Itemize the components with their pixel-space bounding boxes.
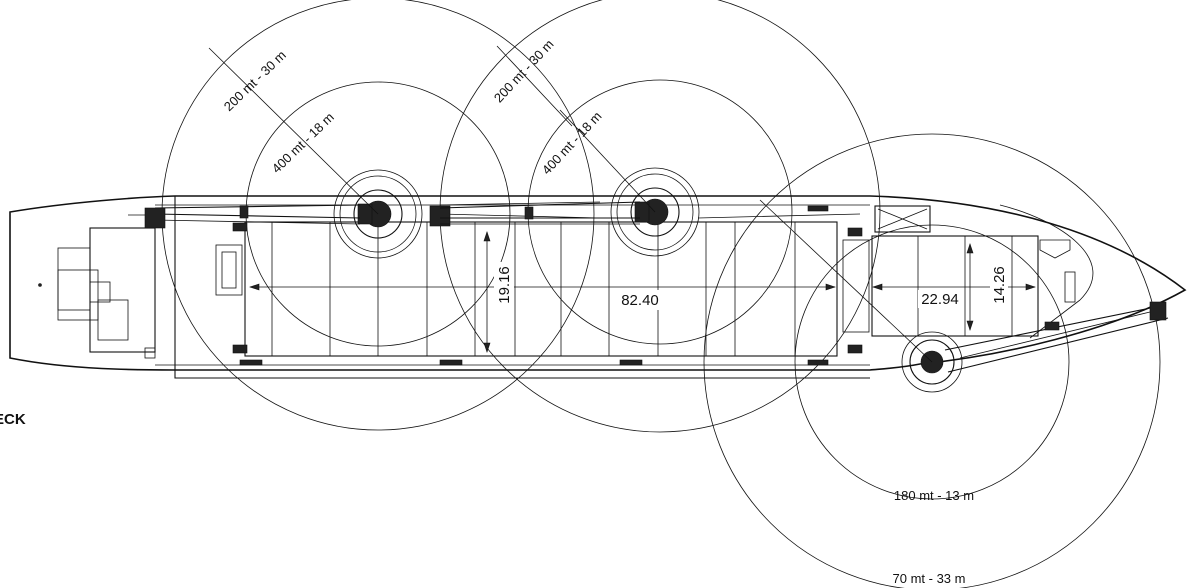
main-cargo-hold xyxy=(244,221,838,357)
crane-3-radius-circles xyxy=(703,133,1161,588)
dimension-breadth xyxy=(483,231,491,353)
aft-length-dimension-label: 22.94 xyxy=(921,291,959,308)
crane-3-outer-capacity-label: 70 mt - 33 m xyxy=(893,571,966,586)
hull-outline xyxy=(9,195,1187,379)
crane-2-outer-capacity-label: 200 mt - 30 m xyxy=(491,36,557,105)
breadth-dimension-label: 19.16 xyxy=(496,266,513,304)
length-dimension-label: 82.40 xyxy=(621,292,659,309)
mooring-fittings xyxy=(232,205,1060,366)
crane-1-inner-capacity-label: 400 mt - 18 m xyxy=(269,110,337,177)
dimension-aft-breadth xyxy=(966,243,974,331)
deckhouse xyxy=(38,227,243,359)
radius-guide-lines xyxy=(208,45,933,363)
crane-1 xyxy=(128,169,601,259)
forward-cargo-hold xyxy=(842,205,1076,337)
crane-1-outer-capacity-label: 200 mt - 30 m xyxy=(221,48,289,115)
dimension-length xyxy=(249,283,836,291)
dimension-labels: 82.40 19.16 22.94 14.26 xyxy=(494,262,1008,310)
aft-breadth-dimension-label: 14.26 xyxy=(991,266,1008,304)
crane-capacity-labels: 200 mt - 30 m 400 mt - 18 m 200 mt - 30 … xyxy=(221,36,974,586)
dimension-aft-length xyxy=(872,283,1036,291)
crane-3-inner-capacity-label: 180 mt - 13 m xyxy=(894,488,974,503)
deck-section-label: ECK xyxy=(0,411,26,428)
crane-2 xyxy=(429,167,861,257)
